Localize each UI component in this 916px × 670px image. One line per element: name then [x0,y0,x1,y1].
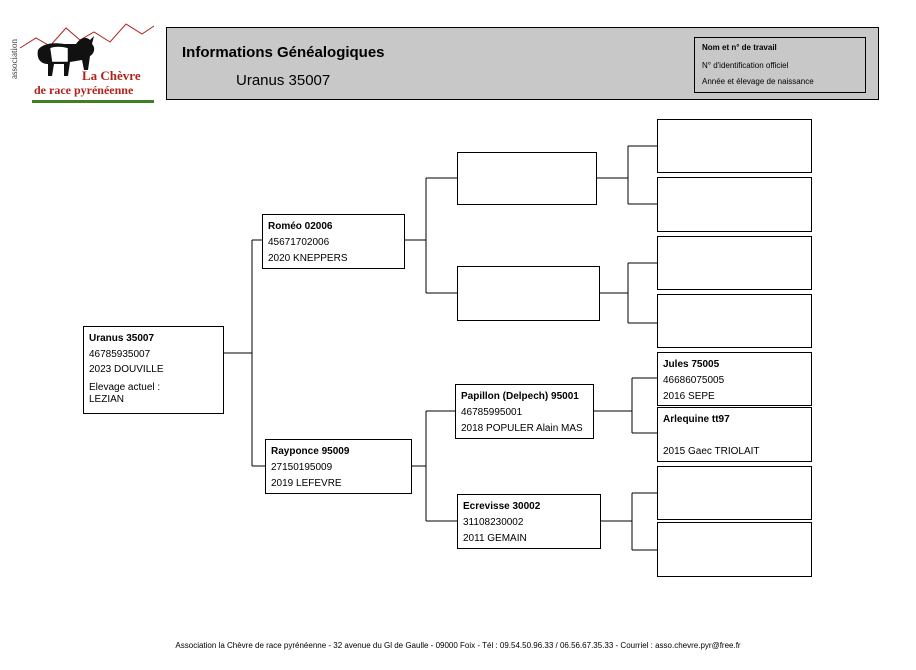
goat-logo-icon [19,23,155,76]
page-subtitle: Uranus 35007 [236,72,331,89]
dam-sire-birth: 2018 POPULER Alain MAS [461,423,583,434]
dam-dam-name: Ecrevisse 30002 [463,501,541,512]
dam-sire-card: Papillon (Delpech) 95001 46785995001 201… [455,384,594,439]
dam-sire-sire-birth: 2016 SEPE [663,391,715,402]
dam-dam-birth: 2011 GEMAIN [463,533,527,544]
dam-dam-card: Ecrevisse 30002 31108230002 2011 GEMAIN [457,494,601,549]
logo-title-line1: La Chèvre [82,68,141,83]
dam-name: Rayponce 95009 [271,446,350,457]
dam-sire-name: Papillon (Delpech) 95001 [461,391,579,402]
footer-address: Association la Chèvre de race pyrénéenne… [175,641,741,650]
sire-id: 45671702006 [268,237,330,248]
dam-sire-sire-id: 46686075005 [663,375,725,386]
ggp-card-6: Arlequine tt97 2015 Gaec TRIOLAIT [657,407,812,462]
legend-box: Nom et n° de travail N° d'identification… [694,37,866,93]
dam-sire-dam-name: Arlequine tt97 [663,414,730,425]
ggp-card-4 [657,294,812,348]
dam-sire-dam-birth: 2015 Gaec TRIOLAIT [663,446,760,457]
dam-sire-id: 46785995001 [461,407,523,418]
sire-dam-card [457,266,600,321]
subject-current-label: Elevage actuel : [89,382,161,393]
subject-card: Uranus 35007 46785935007 2023 DOUVILLE E… [83,326,224,414]
subject-id: 46785935007 [89,349,151,360]
subject-name: Uranus 35007 [89,333,155,344]
sire-birth: 2020 KNEPPERS [268,253,348,264]
dam-dam-id: 31108230002 [463,517,524,528]
logo-underline [32,100,154,103]
header-banner: Informations Généalogiques Uranus 35007 … [166,27,879,100]
page-title: Informations Généalogiques [182,44,385,61]
dam-card: Rayponce 95009 27150195009 2019 LEFEVRE [265,439,412,494]
subject-birth: 2023 DOUVILLE [89,364,164,375]
association-logo: association La Chèvre de race pyrénéenne [9,20,160,106]
dam-sire-sire-name: Jules 75005 [663,359,720,370]
legend-birth-line: Année et élevage de naissance [702,77,814,86]
legend-name-line: Nom et n° de travail [702,43,777,52]
ggp-card-7 [657,466,812,520]
ggp-card-8 [657,522,812,577]
sire-name: Roméo 02006 [268,221,333,232]
dam-birth: 2019 LEFEVRE [271,478,342,489]
subject-current-herd: LEZIAN [89,394,125,405]
ggp-card-5: Jules 75005 46686075005 2016 SEPE [657,352,812,406]
sire-sire-card [457,152,597,205]
ggp-card-3 [657,236,812,290]
dam-id: 27150195009 [271,462,333,473]
ggp-card-1 [657,119,812,173]
logo-title-line2: de race pyrénéenne [34,83,134,97]
sire-card: Roméo 02006 45671702006 2020 KNEPPERS [262,214,405,269]
legend-id-line: N° d'identification officiel [702,61,789,70]
ggp-card-2 [657,177,812,232]
